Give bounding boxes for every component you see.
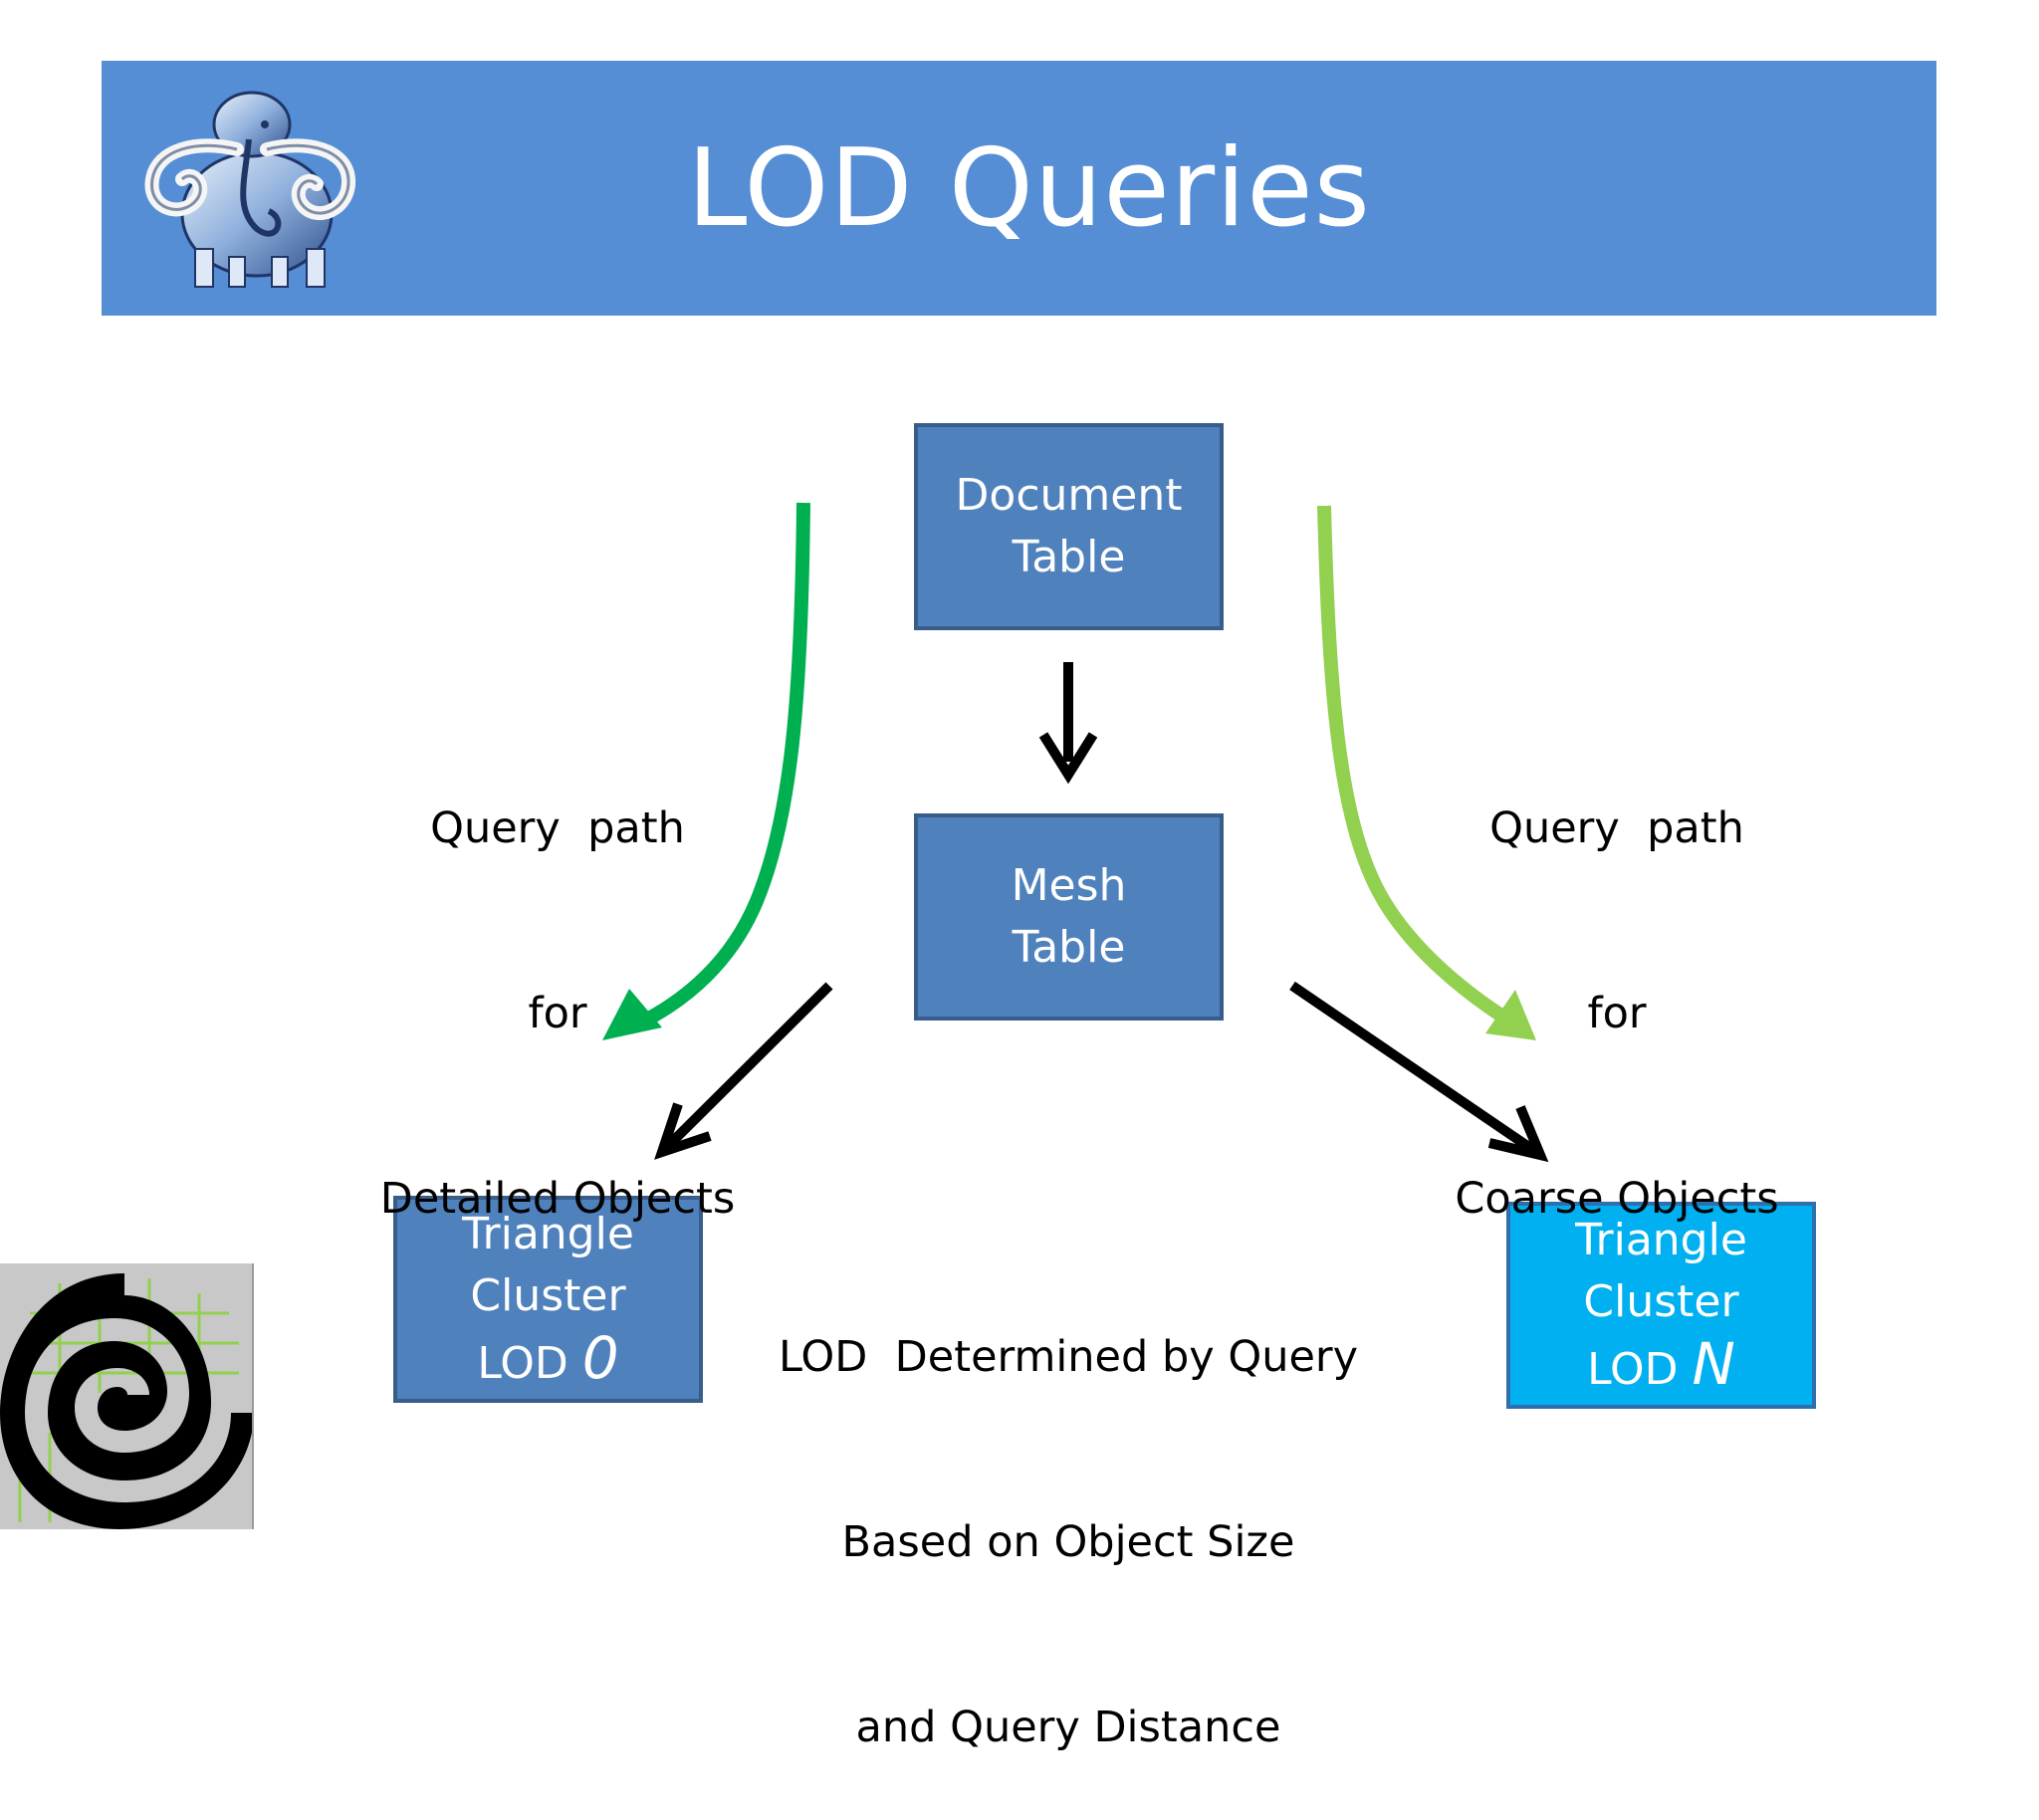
lod-note-line1: LOD Determined by Query bbox=[778, 1332, 1359, 1382]
lod-note-line3: and Query Distance bbox=[855, 1703, 1281, 1752]
lod0-line1: Triangle bbox=[462, 1209, 634, 1259]
title-bar: LOD Queries bbox=[102, 61, 1936, 316]
detailed-path-arrow bbox=[631, 502, 810, 1032]
triangle-cluster-lodn-box: Triangle Cluster LOD N bbox=[1506, 1202, 1816, 1409]
coarse-path-arrowhead bbox=[1485, 990, 1536, 1040]
document-table-box: Document Table bbox=[914, 423, 1224, 630]
coarse-path-line3: Coarse Objects bbox=[1455, 1174, 1779, 1224]
lod0-value: 0 bbox=[581, 1324, 619, 1392]
lodn-line1: Triangle bbox=[1575, 1215, 1747, 1265]
document-table-line2: Table bbox=[1012, 532, 1126, 582]
mesh-table-box: Mesh Table bbox=[914, 813, 1224, 1021]
lodn-line3: LOD N bbox=[1587, 1333, 1735, 1401]
lodn-prefix: LOD bbox=[1587, 1344, 1679, 1395]
detailed-path-line3: Detailed Objects bbox=[379, 1174, 736, 1224]
lod0-line3: LOD 0 bbox=[477, 1327, 618, 1395]
coarse-path-line1: Query path bbox=[1489, 803, 1744, 853]
mammoth-logo-icon bbox=[144, 91, 355, 288]
detailed-path-arrowhead bbox=[602, 989, 662, 1040]
lod0-prefix: LOD bbox=[477, 1338, 568, 1389]
slide-title: LOD Queries bbox=[687, 125, 1371, 251]
spiral-logo-icon bbox=[0, 1263, 254, 1529]
mesh-to-lodn-arrow bbox=[1289, 981, 1536, 1155]
lodn-value: N bbox=[1692, 1330, 1735, 1398]
flow-diagram bbox=[602, 502, 1549, 1163]
coarse-path-line2: for bbox=[1587, 989, 1647, 1038]
lod0-line2: Cluster bbox=[470, 1270, 626, 1321]
coarse-path-label: Query path for Coarse Objects bbox=[1428, 674, 1806, 1291]
detailed-path-line1: Query path bbox=[430, 803, 685, 853]
mesh-to-lodn-arrowhead bbox=[1487, 1105, 1549, 1163]
detailed-path-line2: for bbox=[528, 989, 587, 1038]
triangle-cluster-lod0-box: Triangle Cluster LOD 0 bbox=[393, 1196, 703, 1403]
lod-note-label: LOD Determined by Query Based on Object … bbox=[770, 1203, 1367, 1820]
coarse-path-arrow bbox=[1317, 505, 1505, 1022]
mesh-table-line1: Mesh bbox=[1011, 860, 1127, 911]
mesh-to-lod0-arrowhead bbox=[654, 1102, 712, 1160]
document-table-line1: Document bbox=[955, 470, 1183, 521]
detailed-path-label: Query path for Detailed Objects bbox=[368, 674, 747, 1291]
doc-to-mesh-arrowhead bbox=[1038, 732, 1098, 785]
lod-note-line2: Based on Object Size bbox=[841, 1517, 1295, 1567]
mesh-table-line2: Table bbox=[1012, 922, 1126, 973]
mesh-to-lod0-arrow bbox=[665, 982, 833, 1149]
lodn-line2: Cluster bbox=[1583, 1276, 1739, 1327]
